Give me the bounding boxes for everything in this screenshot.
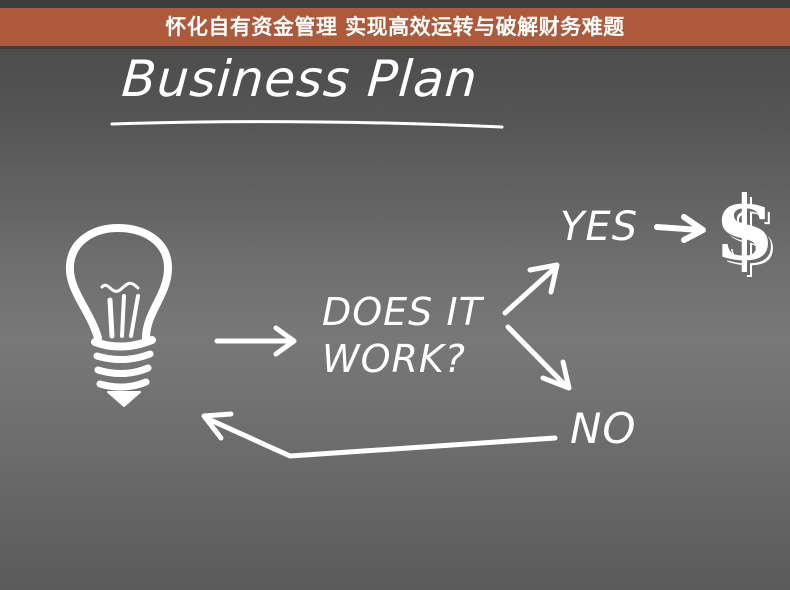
- top-strip: [0, 0, 790, 8]
- arrow-to-no-icon: [505, 324, 572, 391]
- question-line-2: WORK?: [322, 337, 466, 381]
- arrow-to-yes-icon: [502, 262, 560, 316]
- header-banner: 怀化自有资金管理 实现高效运转与破解财务难题: [0, 8, 790, 46]
- lightbulb-icon: [65, 224, 172, 407]
- arrow-loop-back-icon: [201, 411, 558, 459]
- arrow-to-question-icon: [214, 325, 297, 357]
- dollar-icon: $: [714, 176, 776, 280]
- arrow-to-dollar-icon: [654, 214, 706, 243]
- question-line-1: DOES IT: [322, 290, 483, 334]
- banner-divider: [0, 46, 790, 49]
- yes-label: YES: [560, 204, 639, 250]
- no-label: NO: [570, 404, 637, 453]
- title-underline: [110, 120, 504, 129]
